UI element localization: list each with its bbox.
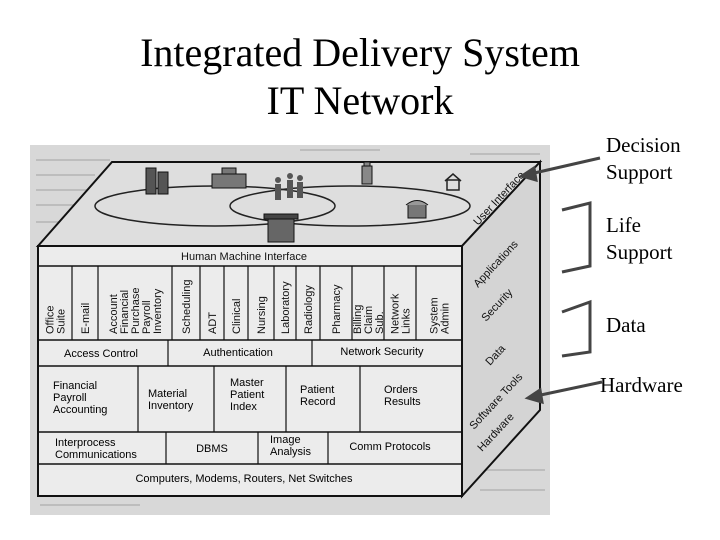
application-label: Suite [56, 309, 68, 334]
application-label: Laboratory [280, 281, 292, 334]
application-label: Purchase [130, 288, 142, 334]
label-line: Patient [230, 389, 264, 401]
label-line: Orders [384, 384, 418, 396]
label-line: Analysis [270, 446, 311, 458]
application-label: Nursing [256, 296, 268, 334]
hardware-arrow-head [524, 387, 544, 405]
label-line: Master [230, 377, 264, 389]
label-line: Material [148, 388, 187, 400]
label-line: Payroll [53, 392, 87, 404]
application-label: Payroll [141, 300, 153, 334]
access-control-label: Access Control [64, 348, 138, 360]
application-label: Network [390, 293, 402, 334]
data-label: Data [606, 313, 646, 337]
application-label: E-mail [80, 303, 92, 334]
life-support-bracket [561, 201, 592, 274]
application-label: Sub. [374, 311, 386, 334]
hmi-label: Human Machine Interface [181, 251, 307, 263]
label-line: Financial [53, 380, 97, 392]
comm-protocols-label: Comm Protocols [349, 441, 431, 453]
data-center-icon [263, 213, 299, 243]
label-line: Record [300, 396, 335, 408]
application-label: Pharmacy [331, 284, 343, 334]
application-label: Financial [119, 290, 131, 334]
label-line: Accounting [53, 404, 107, 416]
decision-support-label: Decision Support [606, 133, 681, 184]
data-bracket [561, 299, 592, 358]
application-label: Links [401, 308, 413, 334]
annotation-arrows [518, 156, 603, 405]
application-label: Inventory [152, 288, 164, 334]
network-loop-right [229, 185, 471, 227]
box-front-face [37, 245, 463, 497]
label-line: Interprocess [55, 437, 116, 449]
application-label: Scheduling [181, 280, 193, 334]
application-label: Clinical [231, 299, 243, 334]
application-label: Billing [352, 305, 364, 334]
title-line-2: IT Network [266, 78, 454, 123]
authentication-label: Authentication [203, 347, 273, 359]
life-support-label: Life Support [606, 213, 673, 264]
clinic-building-icon [405, 200, 429, 219]
application-label: Office [45, 305, 57, 334]
decision-arrow-head [518, 165, 538, 183]
application-label: Radiology [303, 285, 315, 334]
people-group-icon [275, 173, 303, 200]
label-line: Results [384, 396, 421, 408]
dbms-label: DBMS [196, 443, 228, 455]
label-line: Inventory [148, 400, 194, 412]
label-line: Image [270, 434, 301, 446]
hardware-arrow [535, 380, 603, 398]
network-security-label: Network Security [340, 346, 424, 358]
pharmacy-bottle-icon [361, 161, 373, 185]
title-line-1: Integrated Delivery System [140, 30, 580, 75]
label-line: Communications [55, 449, 137, 461]
application-label: Claim [363, 306, 375, 334]
decision-arrow [529, 156, 601, 176]
label-line: Index [230, 401, 257, 413]
home-icon [444, 173, 462, 191]
application-label: ADT [207, 312, 219, 334]
server-tower-icon [145, 167, 169, 195]
application-label: Admin [440, 303, 452, 334]
hardware-label: Hardware [600, 373, 683, 397]
label-line: Patient [300, 384, 334, 396]
application-label: Account [108, 294, 120, 334]
hospital-building-icon [211, 167, 247, 189]
application-label: System [429, 297, 441, 334]
hardware-row-label: Computers, Modems, Routers, Net Switches [135, 473, 353, 485]
